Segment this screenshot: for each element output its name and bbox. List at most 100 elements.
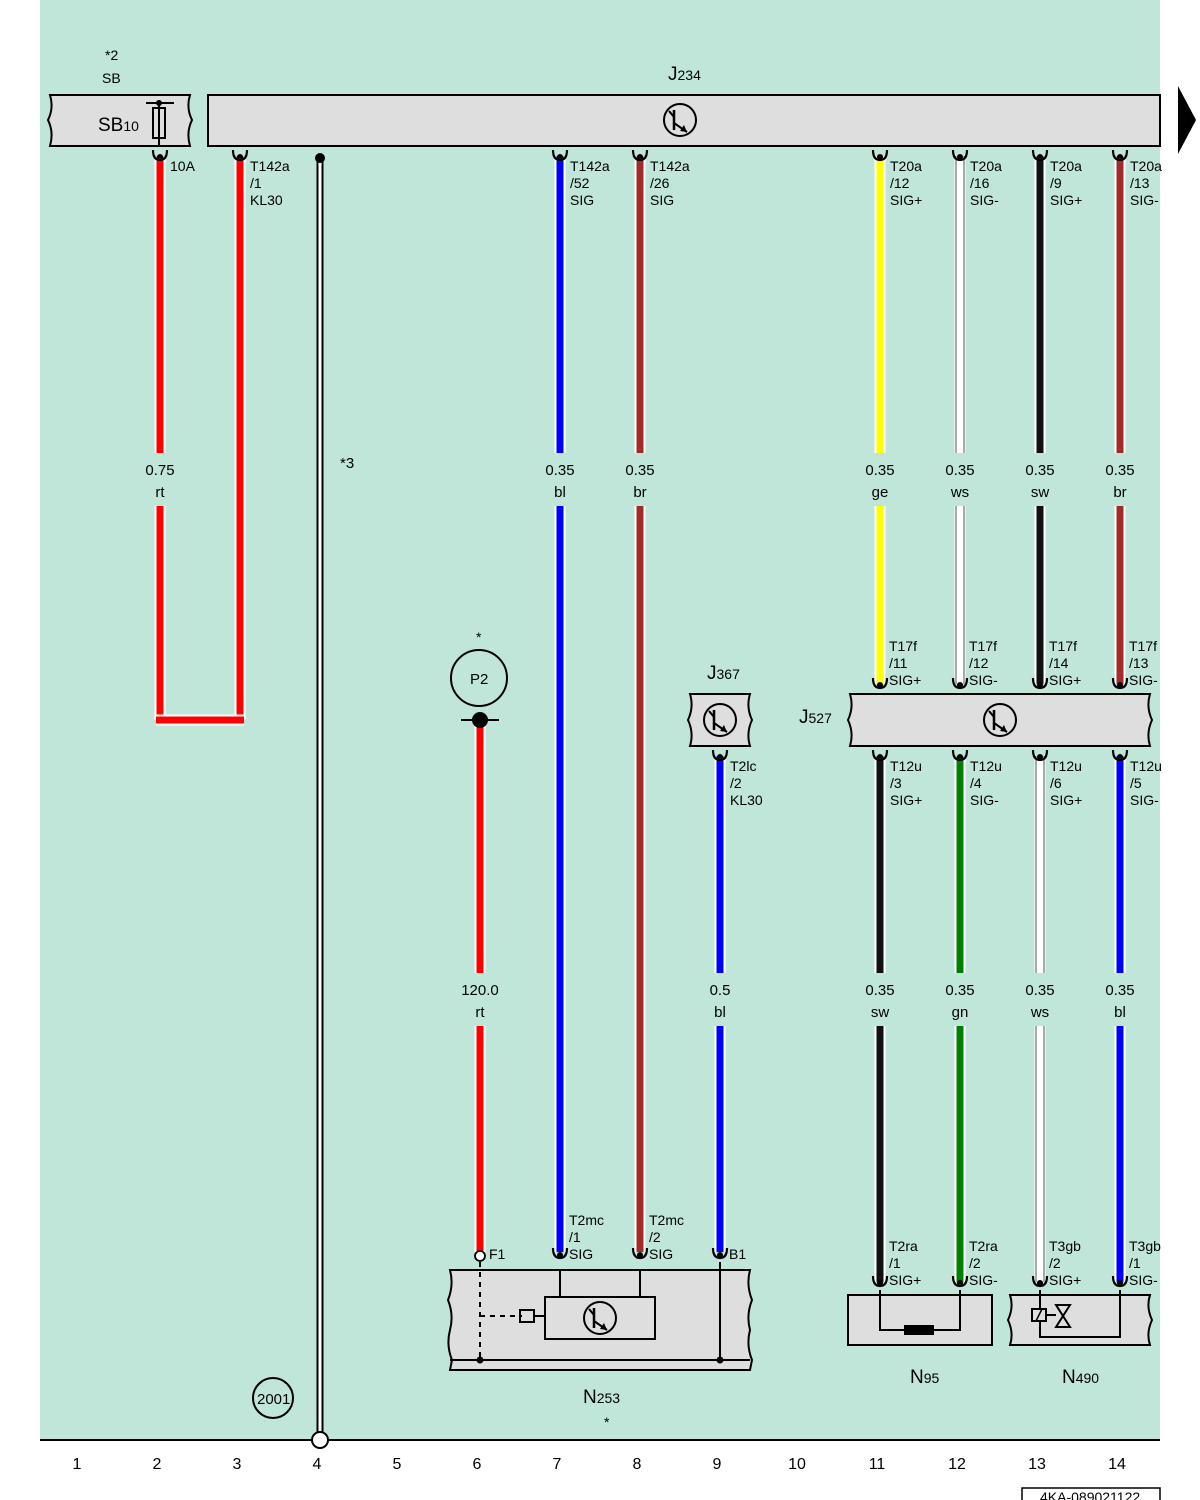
connector-clip [631,149,649,162]
n490-number: 490 [1076,1370,1100,1386]
lower-pin-w11-bot-line-1: /1 [889,1255,901,1271]
lower-pin-w13-bot-line-1: /2 [1049,1255,1061,1271]
transistor-icon [583,1301,617,1335]
upper-pin-w12-top-line-1: /16 [970,175,990,191]
upper-pin-w12-bot-line-0: T12u [970,758,1002,774]
upper-pin-w14-bot-line-2: SIG- [1130,792,1159,808]
connector-clip [1111,1275,1129,1288]
wire-color-code: rt [155,484,165,501]
ground-splice-dot [315,153,325,163]
wire-size: 0.35 [1025,462,1054,479]
wire-w12-top[interactable] [954,156,966,684]
upper-pin-w13-bot-line-2: SIG+ [1050,792,1082,808]
connector-clips [151,149,1129,1288]
connector-clip [871,1275,889,1288]
j234-number: 234 [678,67,702,83]
ground-point-label: 2001 [257,1391,290,1408]
lower-pin-w11-top-line-0: T17f [889,638,917,654]
upper-pin-w9-line-0: T2lc [730,758,756,774]
component-n490[interactable] [1006,1290,1154,1346]
lower-pin-w14-top-line-2: SIG- [1129,672,1158,688]
p2-terminal-dot [472,712,488,728]
j527-name: J [799,707,809,728]
upper-pin-w11-top-line-0: T20a [890,158,922,174]
wire-size: 0.35 [865,462,894,479]
control-unit-j367[interactable] [686,693,754,747]
lower-pin-w7-bot-line-2: SIG [569,1246,593,1262]
svg-text:SB10: SB10 [98,115,139,136]
lower-pin-w8-bot-line-0: T2mc [649,1212,684,1228]
transistor-icon [983,703,1017,737]
fuse-box-name: SB [98,115,123,136]
component-p2[interactable]: P2 [450,649,508,728]
upper-pin-w11-top-line-2: SIG+ [890,192,922,208]
upper-pin-w14-bot-line-1: /5 [1130,775,1142,791]
wire-size: 0.35 [545,462,574,479]
lower-pin-w14-top-line-1: /13 [1129,655,1149,671]
lower-pin-w13-top-line-1: /14 [1049,655,1069,671]
connector-clip [551,149,569,162]
connector-clip [871,677,889,690]
svg-text:N253: N253 [583,1387,620,1408]
column-number: 1 [73,1456,82,1473]
column-number: 8 [633,1456,642,1473]
connector-clip [711,749,729,762]
connector-clip [1031,677,1049,690]
column-number: 4 [313,1456,322,1473]
lower-pin-w12-top-line-0: T17f [969,638,997,654]
upper-pin-w11-top-line-1: /12 [890,175,910,191]
lower-pin-w13-top-line-0: T17f [1049,638,1077,654]
transistor-icon [663,103,697,137]
j367-number: 367 [717,666,741,682]
n253-note: * [604,1414,610,1430]
component-n95[interactable] [847,1290,993,1346]
ground-point-2001[interactable]: 2001 [252,1377,294,1419]
lower-pin-w13-bot-line-2: SIG+ [1049,1272,1081,1288]
component-n253[interactable] [446,1262,754,1371]
fuse-box-label: SB [102,70,121,86]
wire-color-code: ge [872,484,889,501]
wire-size: 120.0 [461,982,499,999]
upper-pin-w13-top-line-2: SIG+ [1050,192,1082,208]
wire-color-code: br [1113,484,1126,501]
connector-clip [871,149,889,162]
wire-w13-bot[interactable] [1034,756,1046,1282]
lower-pin-w12-bot-line-0: T2ra [969,1238,998,1254]
lower-pin-w7-bot-line-0: T2mc [569,1212,604,1228]
upper-pin-w9-line-2: KL30 [730,792,763,808]
wire-size: 0.35 [865,982,894,999]
fuse-box-number: 10 [123,118,139,134]
upper-pin-w11-bot-line-1: /3 [890,775,902,791]
connector-clip [1111,749,1129,762]
lower-pin-w9-line-0: B1 [729,1246,746,1262]
wire-size: 0.35 [1025,982,1054,999]
connector-clip [551,1247,569,1260]
control-unit-j527[interactable] [846,693,1154,747]
wire-size: 0.35 [945,982,974,999]
upper-pin-w12-top-line-0: T20a [970,158,1002,174]
lower-pin-w14-bot-line-2: SIG- [1129,1272,1158,1288]
wire-size: 0.35 [945,462,974,479]
upper-pin-w3-line-0: T142a [250,158,290,174]
next-page-arrow-icon[interactable] [1178,86,1196,154]
upper-pin-w7-top-line-2: SIG [570,192,594,208]
upper-pin-w11-bot-line-0: T12u [890,758,922,774]
connector-clip [951,149,969,162]
connector-clip [951,1275,969,1288]
wire-size: 0.75 [145,462,174,479]
wires [154,156,1126,1282]
column-number: 12 [948,1456,966,1473]
upper-pin-w13-bot-line-0: T12u [1050,758,1082,774]
upper-pin-w7-top-line-0: T142a [570,158,610,174]
ground-terminal [311,1431,329,1449]
wire-color-code: br [633,484,646,501]
lower-pin-w12-bot-line-2: SIG- [969,1272,998,1288]
svg-text:N95: N95 [910,1367,940,1388]
control-unit-j234[interactable] [207,94,1161,147]
column-number: 2 [153,1456,162,1473]
fuse-box-sb[interactable]: SB10 [46,94,194,147]
connector-clip [951,749,969,762]
open-terminal [474,1250,486,1262]
upper-pin-w12-top-line-2: SIG- [970,192,999,208]
